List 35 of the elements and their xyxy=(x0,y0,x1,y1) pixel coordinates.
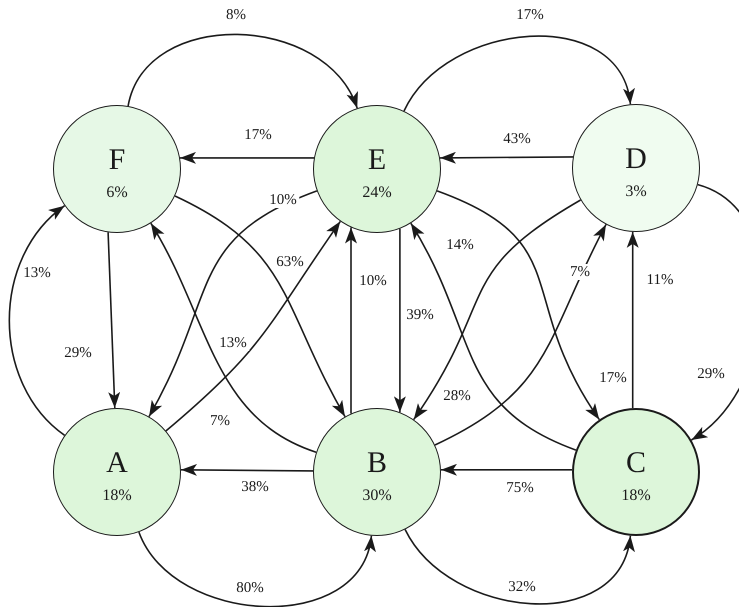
probability-value: 30% xyxy=(362,486,392,506)
arrow xyxy=(441,464,572,476)
probability-value: 24% xyxy=(362,183,392,203)
state-name: B xyxy=(366,446,387,480)
arrow xyxy=(127,34,358,108)
arrow xyxy=(404,529,632,604)
probability-value: 6% xyxy=(106,183,128,203)
arrow xyxy=(180,152,314,164)
arrow xyxy=(403,36,632,112)
arrow xyxy=(626,232,639,408)
arrow xyxy=(138,532,374,607)
arrow xyxy=(107,232,120,408)
state-name: A xyxy=(106,446,128,480)
arrow xyxy=(345,228,357,414)
arrow xyxy=(410,222,576,451)
arrow xyxy=(150,222,316,453)
probability-value: 18% xyxy=(621,486,651,506)
state-name: D xyxy=(625,142,647,176)
arrow xyxy=(394,228,406,412)
state-name: C xyxy=(626,446,646,480)
probability-value: 3% xyxy=(625,182,647,202)
arrow xyxy=(165,220,341,432)
arrow xyxy=(690,184,739,441)
arrow xyxy=(174,195,346,417)
arrow xyxy=(440,152,573,164)
probability-value: 18% xyxy=(102,486,132,506)
arrow xyxy=(436,190,600,420)
arrow xyxy=(148,190,318,417)
edge-label: 7% xyxy=(568,264,592,280)
arrow xyxy=(413,199,582,420)
arrow xyxy=(181,464,313,476)
state-name: F xyxy=(108,143,126,177)
state-name: E xyxy=(368,143,386,177)
arrow xyxy=(8,205,66,436)
arrow xyxy=(434,224,607,446)
